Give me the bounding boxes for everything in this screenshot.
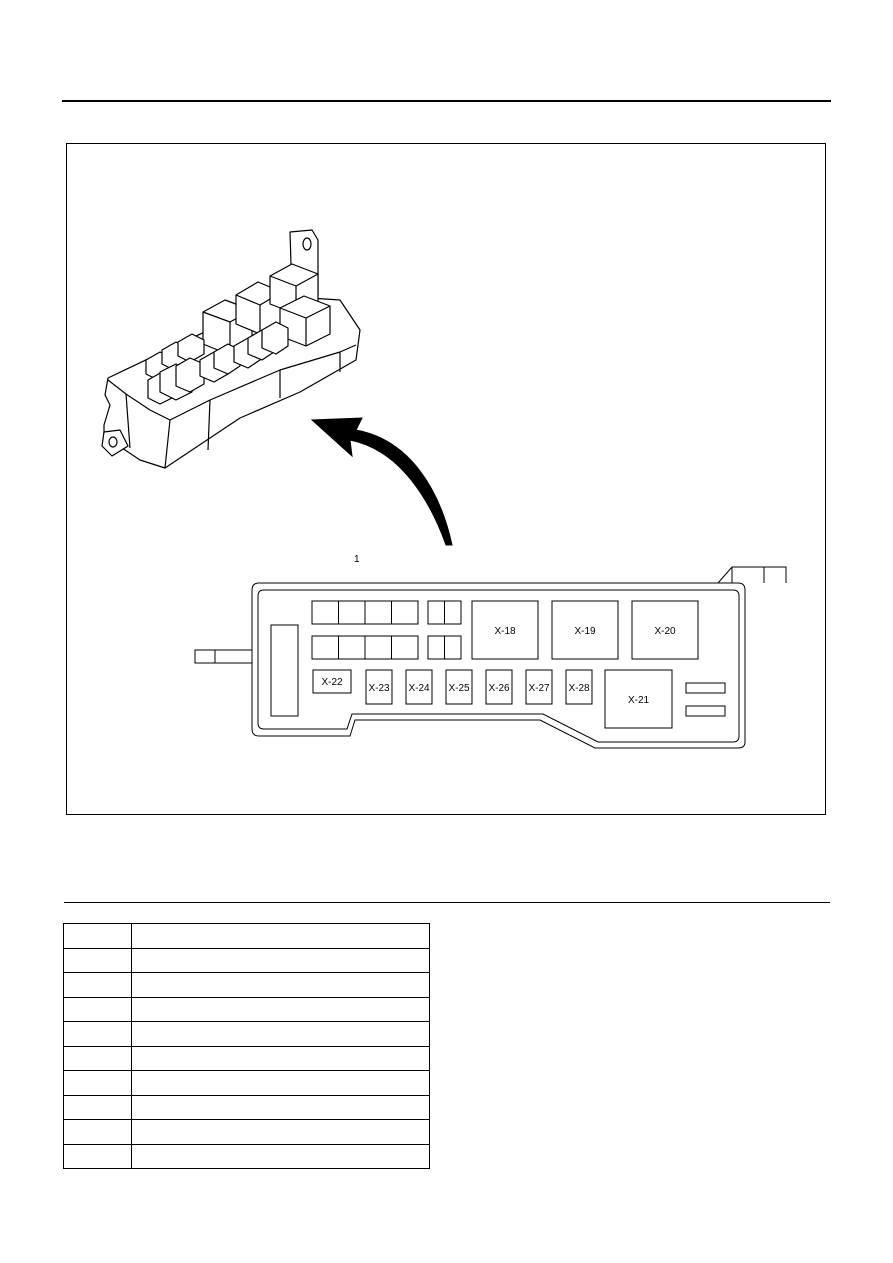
table-cell-value — [131, 1119, 430, 1145]
direction-arrow — [310, 417, 453, 546]
table-cell-key — [63, 1045, 132, 1071]
connector-x25-label: X-25 — [448, 683, 470, 694]
connector-x27-label: X-27 — [528, 683, 550, 694]
table-cell-key — [63, 972, 132, 998]
table-cell-value — [131, 1021, 430, 1047]
table-cell-value — [131, 1094, 430, 1120]
table-cell-key — [63, 996, 132, 1022]
table-cell-value — [131, 947, 430, 973]
table-cell-key — [63, 1143, 132, 1169]
fuse-box-layout — [194, 566, 787, 749]
connector-x26-label: X-26 — [488, 683, 510, 694]
table-row — [63, 1045, 430, 1071]
section-rule — [64, 902, 830, 903]
table-cell-value — [131, 972, 430, 998]
connector-x28-label: X-28 — [568, 683, 590, 694]
legend-table — [63, 923, 430, 1169]
table-cell-key — [63, 1119, 132, 1145]
table-cell-value — [131, 923, 430, 949]
table-cell-value — [131, 1143, 430, 1169]
table-row — [63, 923, 430, 949]
table-cell-value — [131, 996, 430, 1022]
table-cell-value — [131, 1045, 430, 1071]
header-rule — [62, 100, 831, 102]
table-row — [63, 1021, 430, 1047]
table-row — [63, 1119, 430, 1145]
callout-number: 1 — [354, 554, 360, 565]
table-row — [63, 1143, 430, 1169]
connector-x21-label: X-21 — [628, 695, 650, 706]
figure-frame — [66, 143, 826, 815]
connector-x19-label: X-19 — [574, 626, 596, 637]
table-row — [63, 947, 430, 973]
table-cell-key — [63, 1094, 132, 1120]
table-row — [63, 972, 430, 998]
table-row — [63, 1094, 430, 1120]
table-row — [63, 1070, 430, 1096]
table-cell-key — [63, 923, 132, 949]
connector-x22-label: X-22 — [321, 677, 343, 688]
table-cell-key — [63, 947, 132, 973]
relay-box-illustration — [101, 229, 361, 469]
connector-x20-label: X-20 — [654, 626, 676, 637]
connector-x24-label: X-24 — [408, 683, 430, 694]
table-cell-value — [131, 1070, 430, 1096]
table-cell-key — [63, 1021, 132, 1047]
connector-x23-label: X-23 — [368, 683, 390, 694]
table-row — [63, 996, 430, 1022]
table-cell-key — [63, 1070, 132, 1096]
connector-x18-label: X-18 — [494, 626, 516, 637]
